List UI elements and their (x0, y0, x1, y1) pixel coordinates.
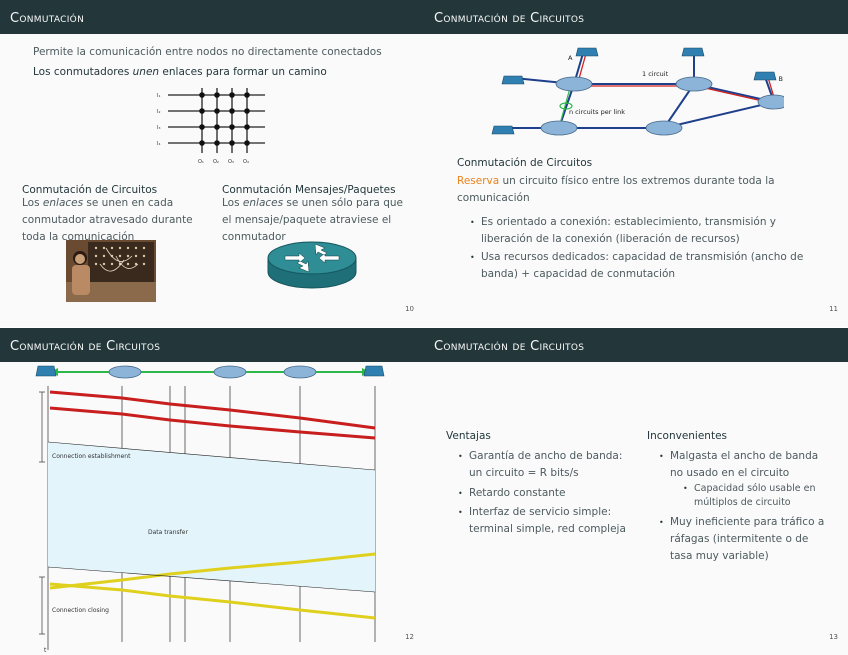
svg-text:Connection closing: Connection closing (52, 607, 109, 614)
svg-text:Connection establishment: Connection establishment (52, 453, 131, 460)
slide-header: Conmutación de Circuitos (0, 328, 424, 362)
intro-line-2: Los conmutadores unen enlaces para forma… (33, 64, 327, 81)
inconveniente-bursty: Muy ineficiente para tráfico a ráfagas (… (670, 514, 830, 565)
page-number: 13 (829, 633, 838, 641)
crossbar-switch-diagram: I₁ I₂ I₃ I₄ O₁ O₂ O₃ O₄ (150, 85, 270, 165)
ventajas-heading: Ventajas (446, 428, 491, 445)
svg-text:O₂: O₂ (213, 159, 219, 165)
slide-title: Conmutación (10, 11, 84, 26)
slide-header: Conmutación (0, 0, 424, 34)
page-number: 10 (405, 305, 414, 313)
inconvenientes-heading: Inconvenientes (647, 428, 727, 445)
slide-11: Conmutación de Circuitos (424, 0, 848, 327)
svg-text:O₃: O₃ (228, 159, 234, 165)
ventaja-delay: Retardo constante (469, 485, 629, 502)
slide-header: Conmutación de Circuitos (424, 328, 848, 362)
svg-text:Data transfer: Data transfer (148, 529, 188, 536)
ventaja-bandwidth: Garantía de ancho de banda: un circuito … (469, 448, 629, 482)
inconveniente-sub-multiples: Capacidad sólo usable en múltiplos de ci… (694, 482, 824, 510)
router-icon (265, 238, 360, 293)
svg-text:t: t (44, 647, 47, 652)
timing-diagram: Connection establishment Data transfer C… (30, 362, 390, 652)
switchboard-operator-photo (66, 240, 156, 302)
circuit-network-diagram: A B 1 circuit n circuits per link (484, 36, 784, 148)
svg-text:I₁: I₁ (157, 93, 160, 99)
svg-text:I₂: I₂ (157, 109, 160, 115)
slide-12: Conmutación de Circuitos (0, 328, 424, 655)
inconveniente-waste: Malgasta el ancho de banda no usado en e… (670, 448, 830, 482)
slide-10: Conmutación Permite la comunicación entr… (0, 0, 424, 327)
slide-title: Conmutación de Circuitos (10, 339, 160, 354)
reserve-text: Reserva un circuito físico entre los ext… (457, 173, 807, 207)
svg-text:O₄: O₄ (243, 159, 249, 165)
svg-text:I₄: I₄ (157, 141, 160, 147)
page-number: 12 (405, 633, 414, 641)
svg-text:1 circuit: 1 circuit (642, 70, 669, 78)
slide-title: Conmutación de Circuitos (434, 11, 584, 26)
page-number: 11 (829, 305, 838, 313)
bullet-dedicated-resources: Usa recursos dedicados: capacidad de tra… (481, 249, 811, 283)
intro-line-1: Permite la comunicación entre nodos no d… (33, 44, 382, 61)
slide-13: Conmutación de Circuitos Ventajas Garant… (424, 328, 848, 655)
svg-text:I₃: I₃ (157, 125, 160, 131)
slide-header: Conmutación de Circuitos (424, 0, 848, 34)
bullet-connection-oriented: Es orientado a conexión: establecimiento… (481, 214, 811, 248)
ventaja-interface: Interfaz de servicio simple: terminal si… (469, 504, 629, 538)
svg-text:B: B (779, 75, 783, 83)
svg-text:n circuits per link: n circuits per link (569, 108, 625, 116)
circuit-text: Los enlaces se unen en cada conmutador a… (22, 195, 202, 246)
svg-text:A: A (568, 54, 573, 62)
svg-text:O₁: O₁ (198, 159, 204, 165)
slide-title: Conmutación de Circuitos (434, 339, 584, 354)
section-heading: Conmutación de Circuitos (457, 155, 592, 172)
